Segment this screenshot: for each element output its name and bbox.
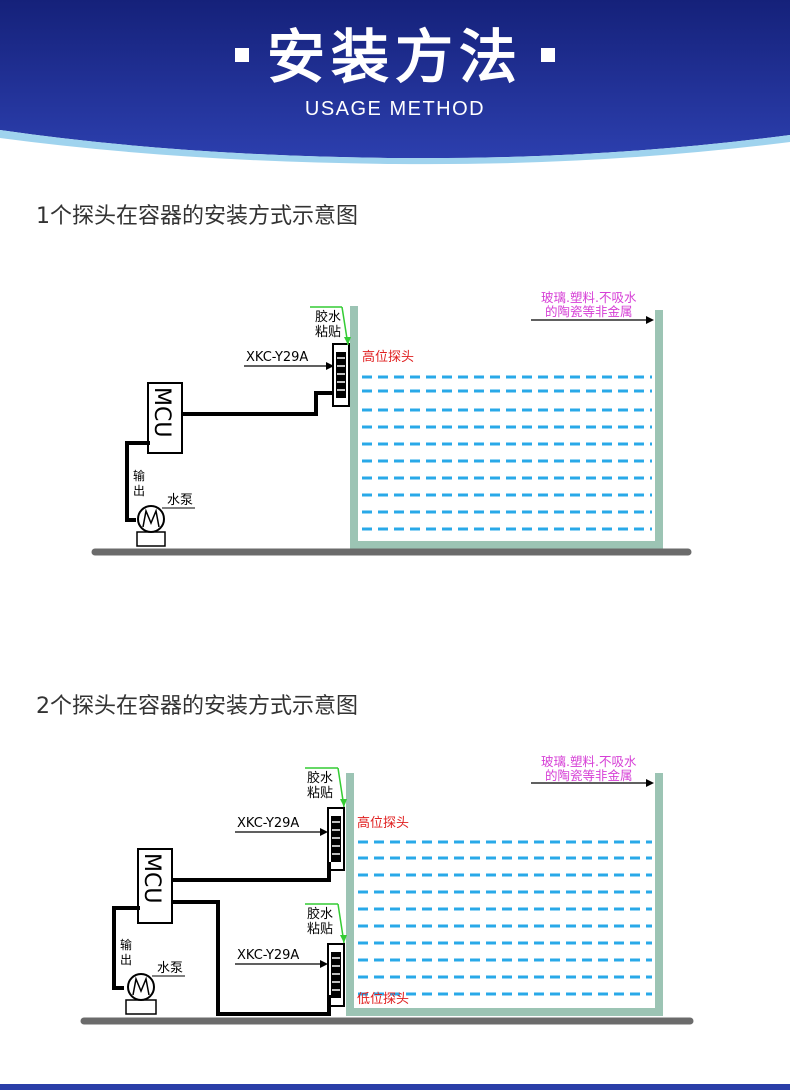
svg-text:输: 输 (133, 468, 145, 483)
water-lines (362, 375, 652, 531)
svg-text:玻璃.塑料.不吸水: 玻璃.塑料.不吸水 (541, 290, 637, 305)
page-title: 安装方法 (0, 22, 790, 92)
svg-text:粘贴: 粘贴 (307, 786, 333, 801)
section1-title: 1个探头在容器的安装方式示意图 (36, 204, 358, 229)
svg-text:XKC-Y29A: XKC-Y29A (246, 350, 308, 365)
svg-text:高位探头: 高位探头 (357, 815, 409, 831)
svg-text:玻璃.塑料.不吸水: 玻璃.塑料.不吸水 (541, 754, 637, 769)
sensor-probe-high (332, 343, 350, 407)
svg-text:的陶瓷等非金属: 的陶瓷等非金属 (545, 304, 633, 319)
svg-text:胶水: 胶水 (315, 309, 341, 325)
svg-text:出: 出 (120, 953, 132, 967)
pump-icon (127, 973, 155, 1001)
svg-text:胶水: 胶水 (307, 770, 333, 786)
pump-base (125, 999, 157, 1015)
pump-icon (137, 505, 165, 533)
square-bullet-icon (541, 47, 555, 62)
bottom-border (0, 1084, 790, 1090)
svg-text:胶水: 胶水 (307, 906, 333, 922)
svg-text:粘贴: 粘贴 (315, 325, 341, 340)
section2-title: 2个探头在容器的安装方式示意图 (36, 694, 358, 719)
svg-text:水泵: 水泵 (167, 493, 193, 508)
svg-text:水泵: 水泵 (157, 961, 183, 976)
sensor-probe-low (327, 943, 345, 1007)
pump-base (136, 531, 166, 547)
page-subtitle: USAGE METHOD (304, 98, 486, 120)
header-banner (0, 0, 790, 165)
svg-text:XKC-Y29A: XKC-Y29A (237, 948, 299, 963)
svg-text:高位探头: 高位探头 (362, 349, 414, 365)
svg-text:出: 出 (133, 484, 145, 498)
svg-text:XKC-Y29A: XKC-Y29A (237, 816, 299, 831)
square-bullet-icon (234, 47, 249, 62)
diagram-one-probe: 胶水 粘贴 XKC-Y29A 高位探头 玻璃.塑料.不吸水 的陶瓷等非金属 MC… (91, 290, 692, 556)
svg-text:MCU: MCU (139, 853, 164, 903)
svg-text:低位探头: 低位探头 (357, 992, 409, 1007)
svg-text:的陶瓷等非金属: 的陶瓷等非金属 (545, 768, 633, 783)
mcu-box (147, 382, 183, 454)
diagram-two-probes: 胶水 粘贴 XKC-Y29A 高位探头 胶水 粘贴 XKC-Y29A 低位探头 … (80, 754, 694, 1025)
water-lines (358, 840, 652, 996)
sensor-probe-high (327, 807, 345, 871)
svg-text:粘贴: 粘贴 (307, 922, 333, 937)
svg-text:输: 输 (120, 937, 132, 952)
container-wall (346, 773, 663, 1016)
container-wall (350, 306, 663, 549)
svg-text:MCU: MCU (149, 387, 174, 437)
mcu-box (137, 848, 173, 924)
